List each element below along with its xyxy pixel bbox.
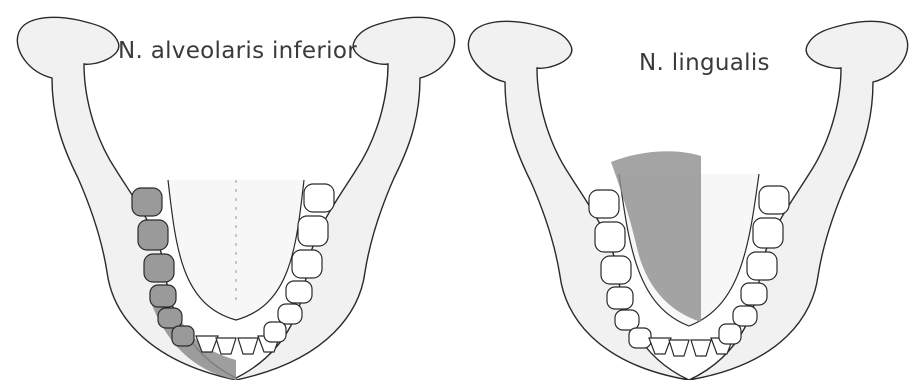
panel-title: N. lingualis [639, 50, 770, 76]
panel-title: N. alveolaris inferior [118, 38, 357, 64]
panel-lingualis: N. lingualis [461, 0, 921, 380]
panel-alveolaris-inferior: N. alveolaris inferior [0, 0, 460, 380]
